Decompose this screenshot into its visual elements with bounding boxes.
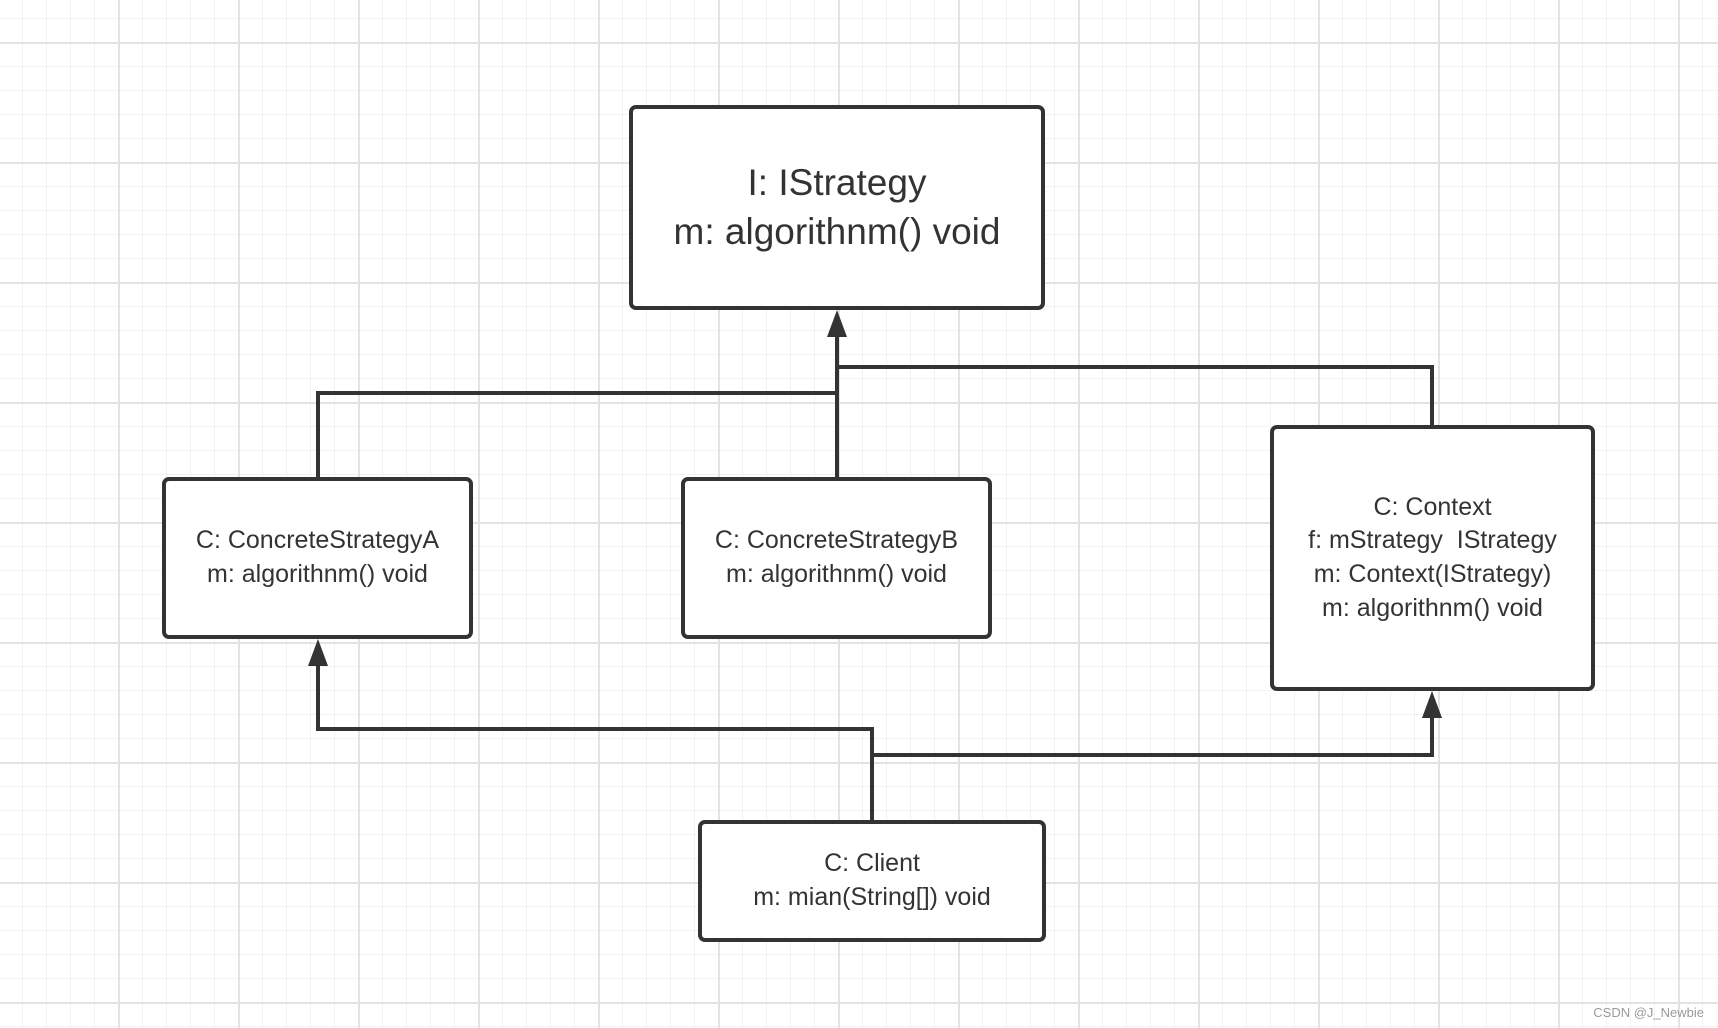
class-client-node[interactable]: C: Client m: mian(String[]) void bbox=[698, 820, 1046, 942]
context-constructor: m: Context(IStrategy) bbox=[1313, 560, 1552, 588]
interface-istrategy-node[interactable]: I: IStrategy m: algorithnm() void bbox=[629, 105, 1045, 310]
arrowhead-context bbox=[1422, 691, 1442, 718]
edge-a-to-istrategy bbox=[316, 335, 839, 477]
context-method: m: algorithnm() void bbox=[1322, 593, 1543, 622]
class-concrete-strategy-a-node[interactable]: C: ConcreteStrategyA m: algorithnm() voi… bbox=[162, 477, 473, 639]
concrete-a-name: C: ConcreteStrategyA bbox=[195, 526, 440, 555]
context-field: f: mStrategy IStrategy bbox=[1308, 526, 1557, 555]
arrowhead-istrategy bbox=[827, 310, 847, 337]
class-concrete-strategy-b-node[interactable]: C: ConcreteStrategyB m: algorithnm() voi… bbox=[681, 477, 992, 639]
class-context-node[interactable]: C: Context f: mStrategy IStrategy m: Con… bbox=[1270, 425, 1595, 691]
concrete-b-name: C: ConcreteStrategyB bbox=[714, 526, 959, 555]
edge-client-to-context bbox=[872, 716, 1434, 757]
istrategy-method: m: algorithnm() void bbox=[673, 210, 1001, 252]
edge-context-to-istrategy bbox=[837, 365, 1434, 425]
client-method: m: mian(String[]) void bbox=[753, 883, 991, 911]
client-name: C: Client bbox=[824, 849, 920, 878]
watermark-text: CSDN @J_Newbie bbox=[1593, 1005, 1704, 1020]
concrete-a-method: m: algorithnm() void bbox=[207, 560, 428, 588]
edge-client-to-a bbox=[316, 664, 874, 820]
istrategy-name: I: IStrategy bbox=[747, 162, 927, 204]
concrete-b-method: m: algorithnm() void bbox=[726, 560, 947, 588]
arrowhead-concrete-a bbox=[308, 639, 328, 666]
context-name: C: Context bbox=[1373, 492, 1492, 521]
